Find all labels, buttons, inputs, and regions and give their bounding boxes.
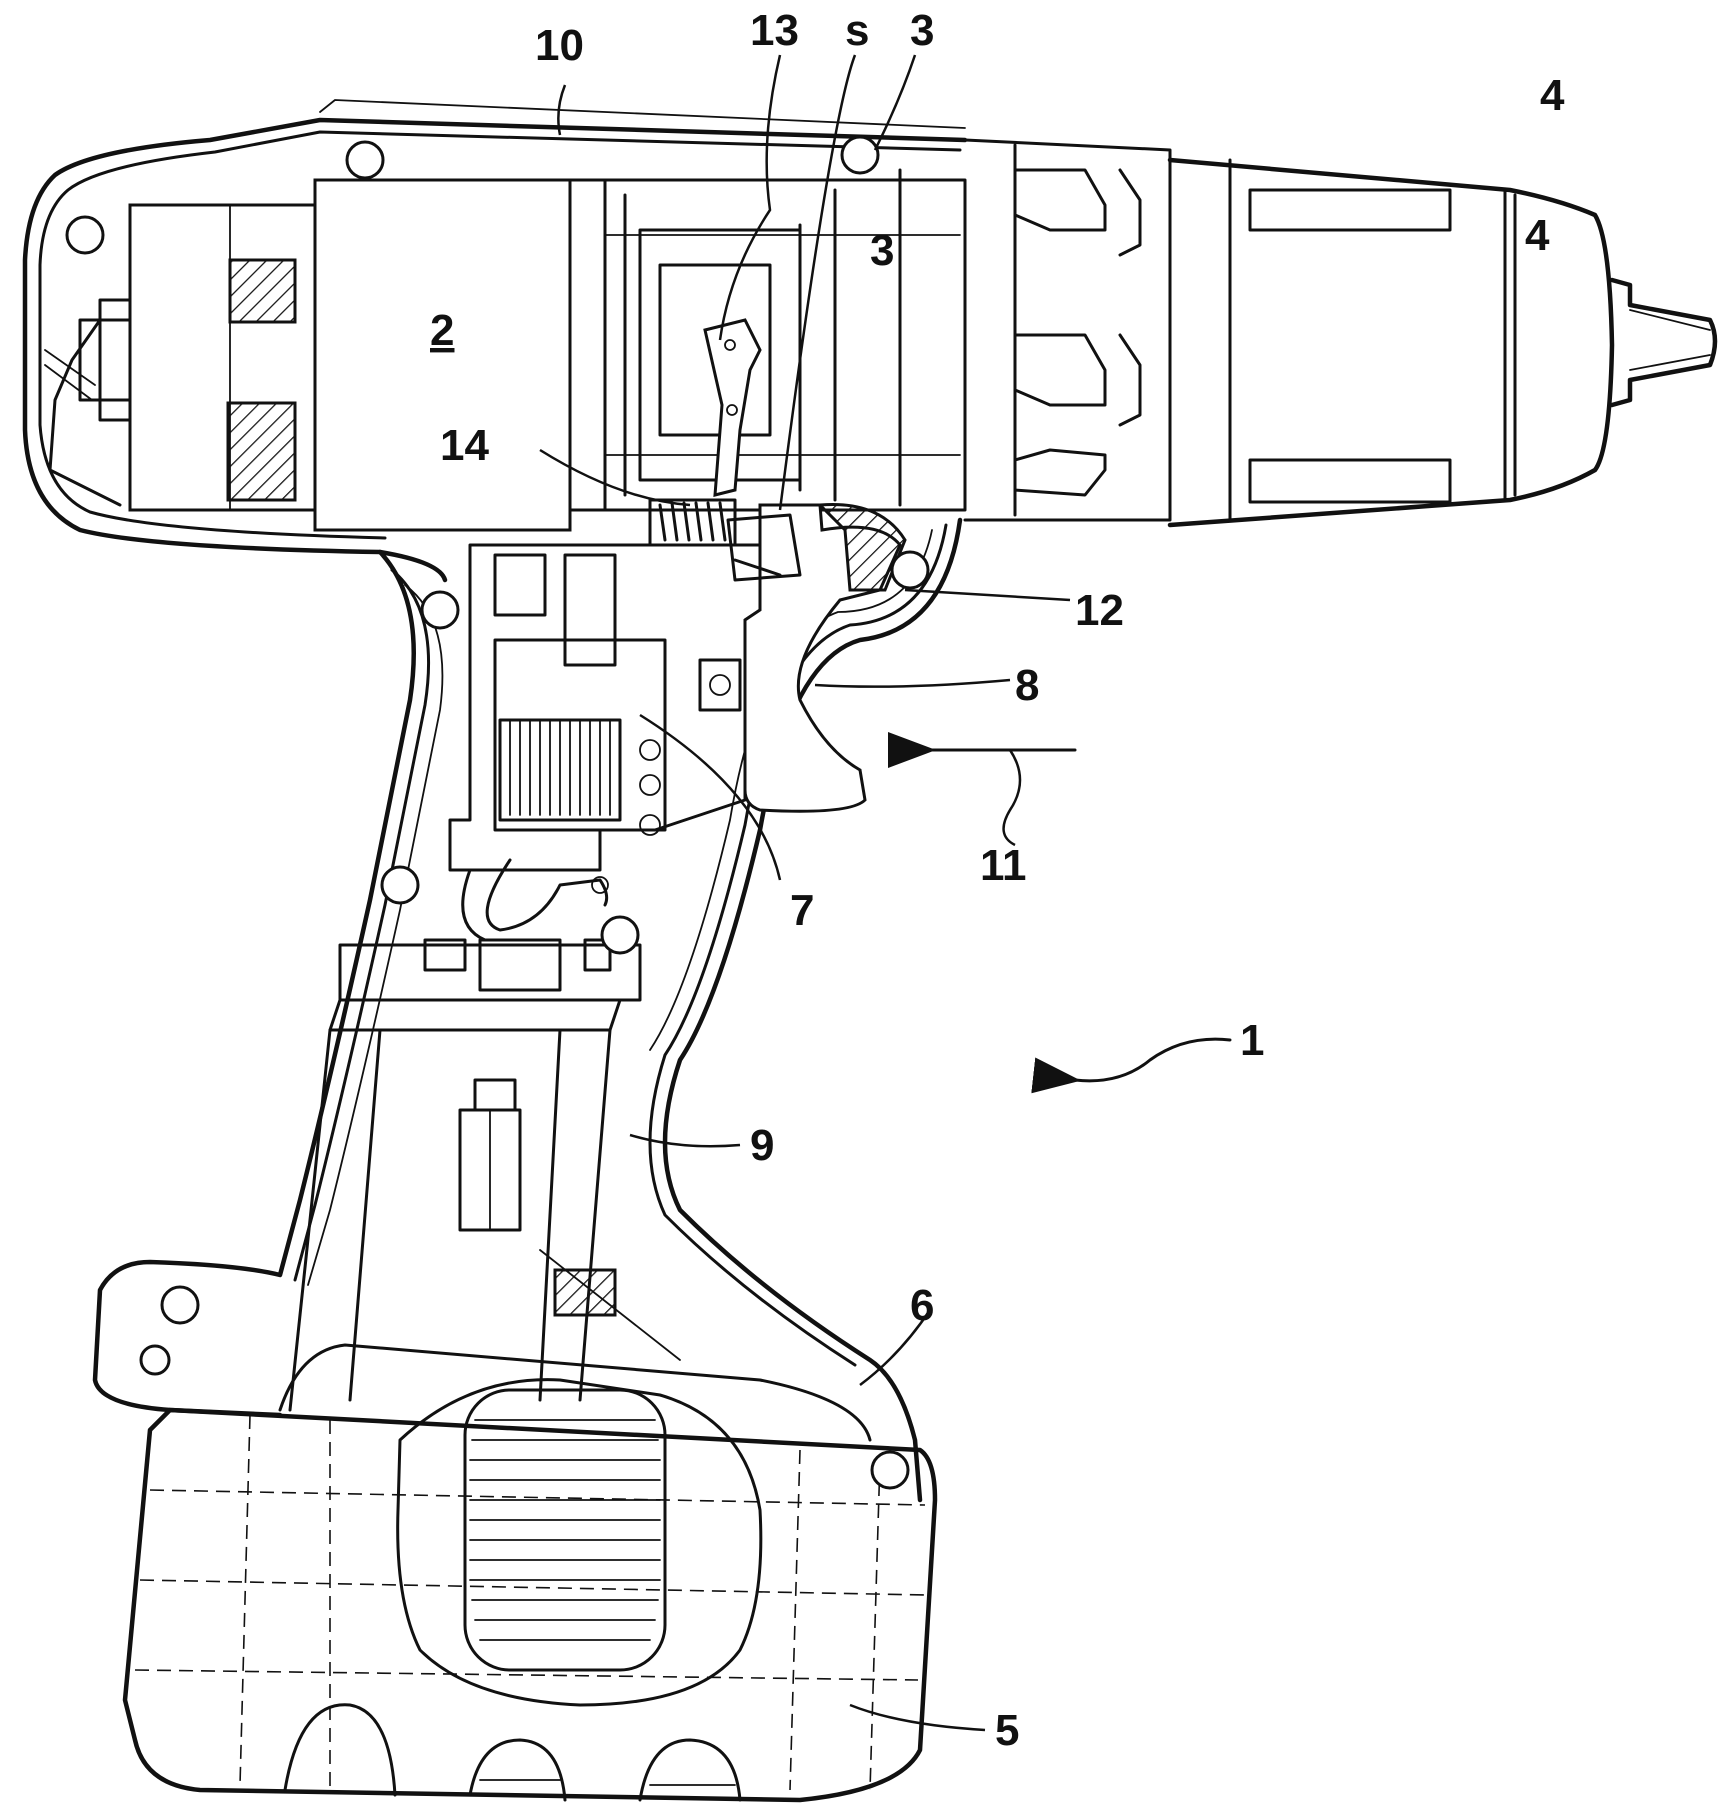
label-4: 4 [1540, 71, 1565, 120]
label-5: 5 [995, 1706, 1019, 1755]
label-11: 11 [980, 841, 1027, 890]
label-10: 10 [535, 21, 584, 70]
label-1: 1 [1240, 1016, 1264, 1065]
screw-icon [345, 140, 385, 180]
screw-icon [870, 1450, 910, 1490]
label-3: 3 [910, 6, 934, 55]
screw-icon [139, 1344, 171, 1376]
label-2: 2 [430, 306, 454, 355]
screw-icon [160, 1285, 200, 1325]
label-4-inner: 4 [1525, 211, 1550, 260]
battery-pack [122, 1343, 938, 1803]
motor [44, 178, 572, 532]
screw-icon [600, 915, 640, 955]
label-12: 12 [1075, 586, 1124, 635]
chuck [963, 138, 1718, 528]
arrow-1 [1031, 1037, 1232, 1094]
label-9: 9 [750, 1121, 774, 1170]
switch-module [448, 543, 762, 942]
heat-sink [498, 718, 622, 822]
label-8: 8 [1015, 661, 1039, 710]
gearbox [568, 168, 967, 547]
screw-icon [840, 135, 880, 175]
battery-contacts [288, 938, 681, 1412]
reference-labels: 10 13 s 3 3 4 4 2 14 12 8 11 7 1 9 6 5 [430, 6, 1565, 1755]
screw-icon [380, 865, 420, 905]
label-14: 14 [440, 421, 489, 470]
label-3-inner: 3 [870, 226, 894, 275]
label-13: 13 [750, 6, 799, 55]
screw-icon [65, 215, 105, 255]
label-7: 7 [790, 886, 814, 935]
label-s: s [845, 6, 869, 55]
leader-lines [539, 54, 1071, 1732]
arrow-11 [888, 732, 1077, 847]
screw-icon [890, 550, 930, 590]
label-6: 6 [910, 1281, 934, 1330]
trigger [726, 502, 907, 813]
screw-icon [420, 590, 460, 630]
